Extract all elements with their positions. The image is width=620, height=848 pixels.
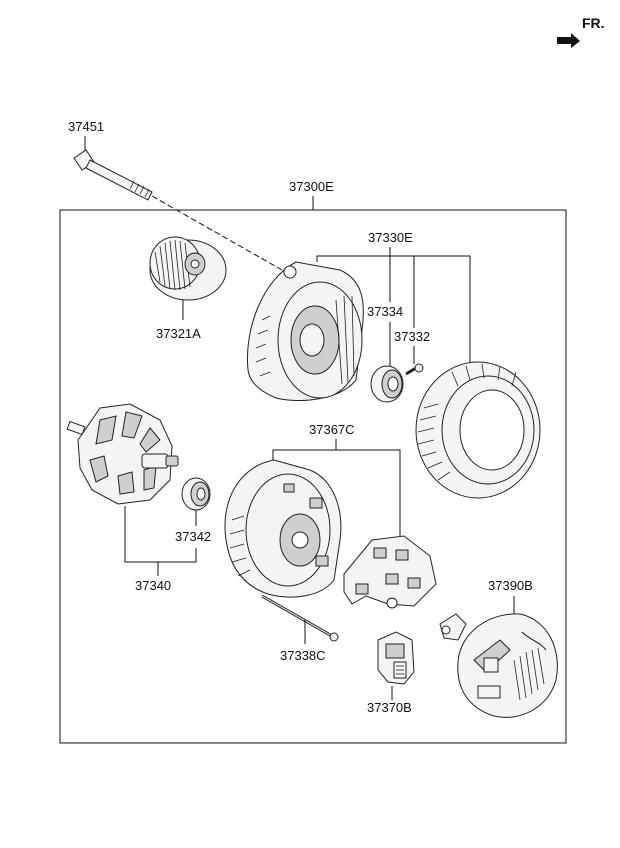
terminal-clip <box>439 613 467 641</box>
stator <box>415 361 541 499</box>
label-37332: 37332 <box>394 329 430 344</box>
label-37342: 37342 <box>175 529 211 544</box>
label-37330E: 37330E <box>368 230 413 245</box>
rotor-bracket-leader <box>124 506 197 563</box>
bracket-group-bus <box>316 255 471 372</box>
label-37334: 37334 <box>367 304 403 319</box>
bolt-dashed-line <box>151 195 283 271</box>
label-37451: 37451 <box>68 119 104 134</box>
screw <box>405 363 424 376</box>
long-bolt <box>73 149 153 201</box>
direction-arrow-icon <box>557 33 580 48</box>
rear-cover <box>457 613 558 718</box>
regulator <box>377 631 415 685</box>
rear-bearing <box>181 477 211 511</box>
rear-bracket <box>224 459 342 598</box>
through-bolt <box>261 594 339 642</box>
front-bearing <box>370 365 404 403</box>
label-37321A: 37321A <box>156 326 201 341</box>
label-37300E: 37300E <box>289 179 334 194</box>
label-37367C: 37367C <box>309 422 355 437</box>
label-37338C: 37338C <box>280 648 326 663</box>
pulley <box>149 236 227 301</box>
direction-label: FR. <box>582 15 605 31</box>
label-37340: 37340 <box>135 578 171 593</box>
label-37370B: 37370B <box>367 700 412 715</box>
label-37390B: 37390B <box>488 578 533 593</box>
front-direction-indicator: FR. <box>557 15 605 48</box>
front-bracket <box>246 261 364 402</box>
rectifier <box>343 535 437 609</box>
rotor <box>66 403 179 505</box>
